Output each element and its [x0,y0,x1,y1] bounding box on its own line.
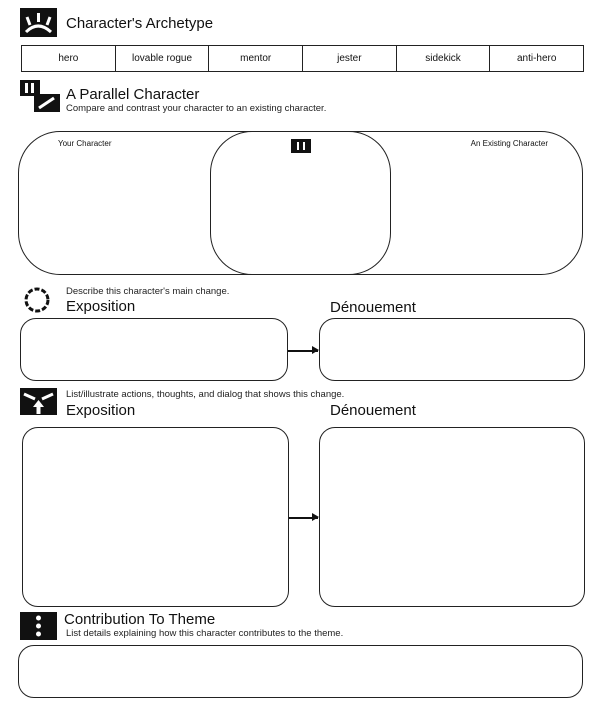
theme-box[interactable] [18,645,583,698]
evidence-denouement-box[interactable] [319,427,585,607]
change-denouement-label: Dénouement [330,299,416,316]
arrow-icon [288,347,319,353]
archetype-option-anti-hero[interactable]: anti-hero [516,53,557,64]
evidence-prompt: List/illustrate actions, thoughts, and d… [66,389,345,400]
theme-subtitle: List details explaining how this charact… [66,628,344,639]
change-exposition-label: Exposition [66,298,136,315]
archetype-options: hero lovable rogue mentor jester sidekic… [21,45,584,72]
evidence-exposition-box[interactable] [22,427,289,607]
your-character-label: Your Character [58,139,112,148]
change-prompt: Describe this character's main change. [66,286,230,297]
theme-title: Contribution To Theme [64,611,216,628]
cycle-icon [22,285,52,315]
evidence-denouement-label: Dénouement [330,402,416,419]
archetype-icon [20,8,57,37]
archetype-option-hero[interactable]: hero [22,46,116,71]
parallel-subtitle: Compare and contrast your character to a… [66,103,327,114]
change-denouement-box[interactable] [319,318,585,381]
parallel-mini-icon [291,139,311,153]
arrow-icon [289,514,319,520]
existing-character-label: An Existing Character [470,139,548,148]
archetype-option-jester[interactable]: jester [303,46,397,71]
archetype-option-mentor[interactable]: mentor [209,46,304,71]
archetype-option-lovable-rogue[interactable]: lovable rogue [116,46,210,71]
parallel-icon [20,80,60,112]
parallel-title: A Parallel Character [66,86,200,103]
archetype-option-sidekick[interactable]: sidekick [397,46,491,71]
shared-traits-area[interactable] [210,131,391,275]
theme-icon [20,612,57,640]
evidence-icon [20,388,57,415]
evidence-exposition-label: Exposition [66,402,136,419]
change-exposition-box[interactable] [20,318,288,381]
archetype-title: Character's Archetype [66,15,214,32]
